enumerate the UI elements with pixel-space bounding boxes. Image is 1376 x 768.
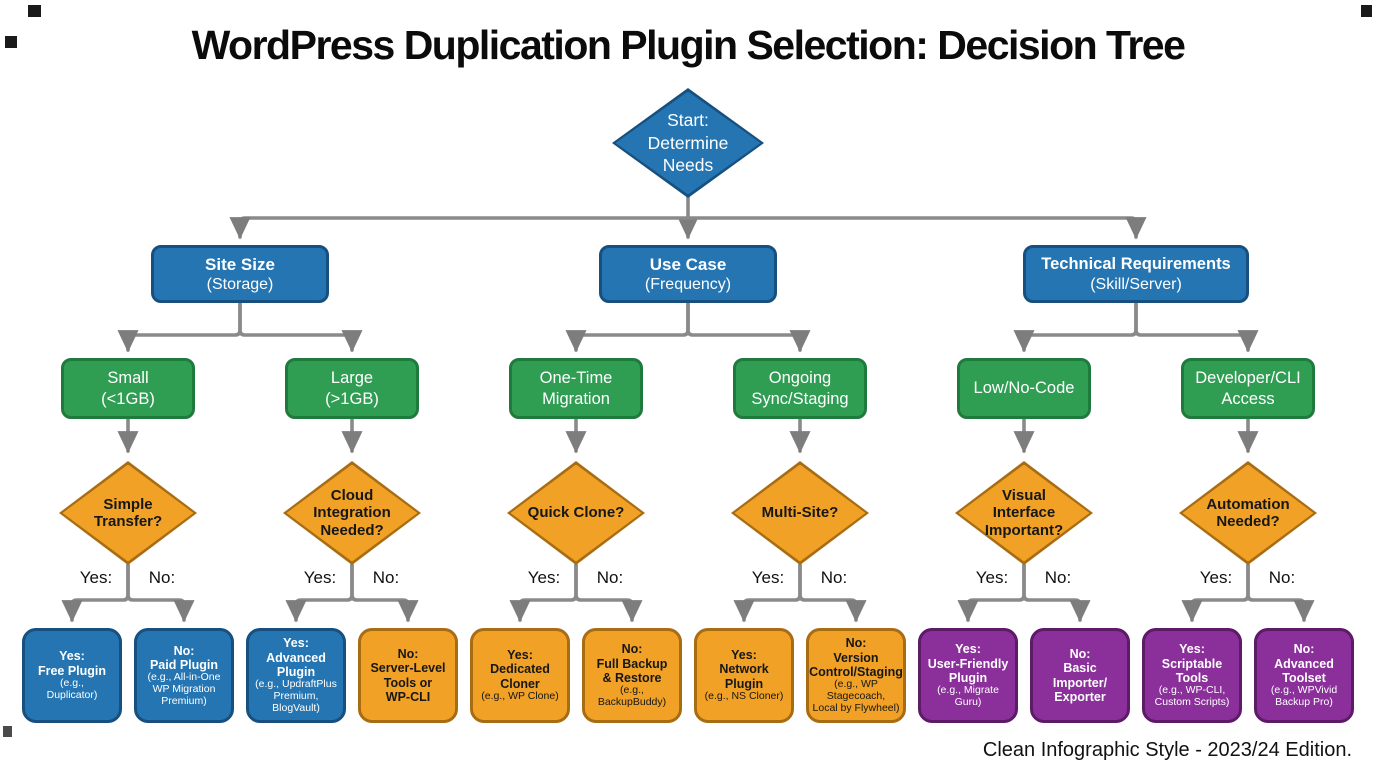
artifact-mark	[3, 726, 12, 737]
leaf-subtitle: (e.g., Migrate Guru)	[937, 684, 999, 709]
leaf-subtitle: (e.g., WP Stagecoach, Local by Flywheel)	[812, 678, 900, 714]
footer-caption: Clean Infographic Style - 2023/24 Editio…	[982, 739, 1352, 761]
option-label: Large (>1GB)	[325, 368, 379, 408]
yes-label: Yes:	[1199, 568, 1233, 587]
yes-label: Yes:	[527, 568, 561, 587]
leaf-title: No: Basic Importer/ Exporter	[1052, 646, 1108, 704]
no-label: No:	[596, 568, 624, 587]
option-developer-cli-access: Developer/CLI Access	[1181, 358, 1315, 419]
leaf-free-plugin: Yes: Free Plugin (e.g., Duplicator)	[22, 628, 122, 723]
leaf-subtitle: (e.g., WPVivid Backup Pro)	[1270, 684, 1338, 709]
decision-label: Simple Transfer?	[93, 495, 163, 530]
leaf-network-plugin: Yes: Network Plugin (e.g., NS Cloner)	[694, 628, 794, 723]
leaf-subtitle: (e.g., UpdraftPlus Premium, BlogVault)	[255, 678, 337, 714]
artifact-mark	[1361, 5, 1372, 17]
decision-label: Visual Interface Important?	[984, 487, 1064, 539]
option-ongoing-sync-staging: Ongoing Sync/Staging	[733, 358, 867, 419]
option-large: Large (>1GB)	[285, 358, 419, 419]
branch-title: Use Case	[649, 254, 727, 274]
leaf-full-backup-restore: No: Full Backup & Restore (e.g., BackupB…	[582, 628, 682, 723]
decision-label: Multi-Site?	[761, 504, 839, 522]
leaf-subtitle: (e.g., All-in-One WP Migration Premium)	[147, 671, 221, 707]
start-node: Start: Determine Needs	[612, 88, 764, 198]
option-label: Low/No-Code	[973, 379, 1075, 398]
branch-subtitle: (Frequency)	[644, 276, 732, 294]
leaf-title: Yes: Advanced Plugin	[266, 636, 326, 680]
decision-cloud-integration: Cloud Integration Needed?	[283, 461, 421, 565]
leaf-basic-importer-exporter: No: Basic Importer/ Exporter	[1030, 628, 1130, 723]
leaf-subtitle: (e.g., NS Cloner)	[704, 690, 784, 703]
leaf-title: Yes: Free Plugin	[37, 649, 107, 678]
leaf-version-control-staging: No: Version Control/Staging (e.g., WP St…	[806, 628, 906, 723]
no-label: No:	[820, 568, 848, 587]
leaf-title: No: Server-Level Tools or WP-CLI	[370, 646, 446, 704]
leaf-subtitle: (e.g., Duplicator)	[46, 677, 98, 701]
leaf-subtitle: (e.g., BackupBuddy)	[597, 684, 667, 709]
yes-label: Yes:	[79, 568, 113, 587]
page-title: WordPress Duplication Plugin Selection: …	[191, 22, 1186, 68]
leaf-title: No: Full Backup & Restore	[596, 642, 668, 685]
no-label: No:	[1044, 568, 1072, 587]
leaf-user-friendly-plugin: Yes: User-Friendly Plugin (e.g., Migrate…	[918, 628, 1018, 723]
no-label: No:	[148, 568, 176, 587]
branch-subtitle: (Storage)	[206, 276, 274, 294]
branch-use-case: Use Case (Frequency)	[599, 245, 777, 303]
yes-label: Yes:	[751, 568, 785, 587]
artifact-mark	[28, 5, 41, 17]
branch-subtitle: (Skill/Server)	[1090, 275, 1182, 293]
leaf-advanced-plugin: Yes: Advanced Plugin (e.g., UpdraftPlus …	[246, 628, 346, 723]
yes-label: Yes:	[303, 568, 337, 587]
leaf-paid-plugin: No: Paid Plugin (e.g., All-in-One WP Mig…	[134, 628, 234, 723]
leaf-title: Yes: User-Friendly Plugin	[927, 642, 1009, 685]
leaf-dedicated-cloner: Yes: Dedicated Cloner (e.g., WP Clone)	[470, 628, 570, 723]
decision-simple-transfer: Simple Transfer?	[59, 461, 197, 565]
leaf-subtitle: (e.g., WP Clone)	[481, 690, 559, 703]
option-label: Developer/CLI Access	[1195, 368, 1301, 408]
no-label: No:	[372, 568, 400, 587]
decision-multi-site: Multi-Site?	[731, 461, 869, 565]
decision-automation: Automation Needed?	[1179, 461, 1317, 565]
leaf-title: Yes: Dedicated Cloner	[490, 648, 550, 691]
artifact-mark	[5, 36, 17, 48]
leaf-title: Yes: Scriptable Tools	[1161, 642, 1223, 685]
option-low-no-code: Low/No-Code	[957, 358, 1091, 419]
branch-technical-requirements: Technical Requirements (Skill/Server)	[1023, 245, 1249, 303]
leaf-title: No: Advanced Toolset	[1274, 642, 1334, 685]
option-label: Small (<1GB)	[101, 368, 155, 408]
branch-title: Technical Requirements	[1041, 255, 1231, 274]
leaf-subtitle: (e.g., WP-CLI, Custom Scripts)	[1154, 684, 1230, 709]
leaf-advanced-toolset: No: Advanced Toolset (e.g., WPVivid Back…	[1254, 628, 1354, 723]
decision-label: Cloud Integration Needed?	[313, 487, 391, 539]
no-label: No:	[1268, 568, 1296, 587]
branch-site-size: Site Size (Storage)	[151, 245, 329, 303]
branch-title: Site Size	[205, 254, 275, 274]
leaf-title: No: Version Control/Staging	[809, 636, 903, 680]
option-label: One-Time Migration	[539, 368, 613, 408]
leaf-scriptable-tools: Yes: Scriptable Tools (e.g., WP-CLI, Cus…	[1142, 628, 1242, 723]
leaf-title: No: Paid Plugin	[149, 643, 219, 672]
leaf-server-level-tools: No: Server-Level Tools or WP-CLI	[358, 628, 458, 723]
decision-quick-clone: Quick Clone?	[507, 461, 645, 565]
decision-label: Automation Needed?	[1206, 495, 1290, 530]
option-label: Ongoing Sync/Staging	[751, 368, 849, 408]
decision-label: Quick Clone?	[527, 504, 625, 522]
yes-label: Yes:	[975, 568, 1009, 587]
option-one-time-migration: One-Time Migration	[509, 358, 643, 419]
leaf-title: Yes: Network Plugin	[719, 648, 769, 691]
option-small: Small (<1GB)	[61, 358, 195, 419]
start-node-label: Start: Determine Needs	[647, 109, 729, 176]
decision-visual-interface: Visual Interface Important?	[955, 461, 1093, 565]
